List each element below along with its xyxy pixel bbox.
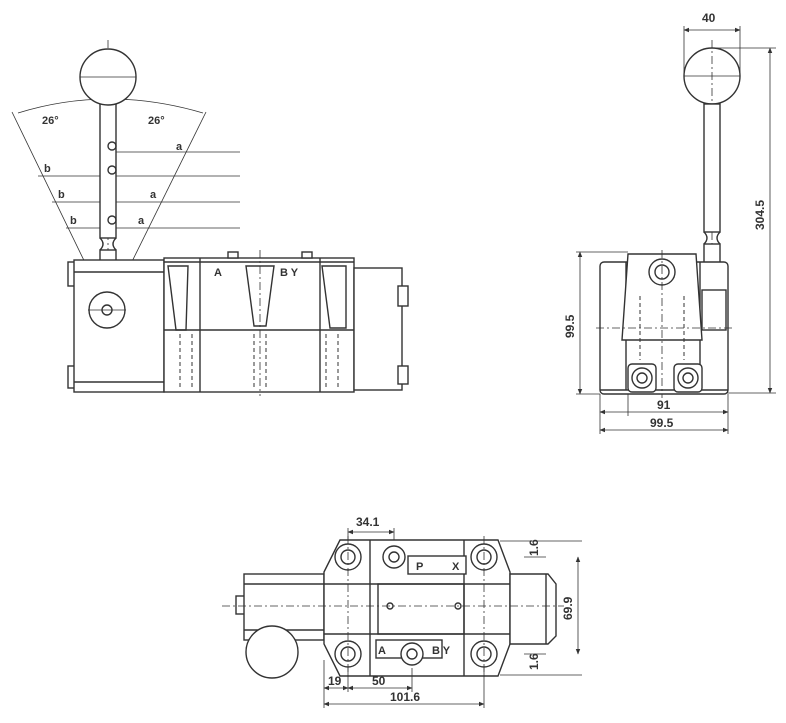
front-port-a: A [214,267,222,279]
top-port-a: A [378,645,386,657]
top-view: 34.1 P X A B Y [222,515,582,708]
dim-101-6: 101.6 [390,690,420,704]
side-lever-shaft [703,103,721,233]
bolt-spacing-dim: 91 [657,398,671,412]
pos3-right-label: a [150,189,157,201]
top-right-cap [509,573,557,645]
front-view: 26° 26° a b b a b a [11,40,409,396]
top-port-by: B Y [432,645,451,657]
port-p-bolt [382,545,406,569]
dim-50: 50 [372,674,386,688]
front-right-cap [353,267,403,391]
pos3-left-label: b [58,189,65,201]
top-lever-knob [245,625,299,679]
edge-top-dim: 1.6 [527,539,541,556]
pos4-left-label: b [70,215,77,227]
body-height-dim: 99.5 [563,314,577,338]
pos4-right-label: a [138,215,145,227]
top-port-x: X [452,561,460,573]
body-width-dim: 99.5 [650,416,674,430]
front-port-by: B Y [280,267,299,279]
top-port-p: P [416,561,423,573]
offset-p-dim: 34.1 [356,515,380,529]
width-dim: 69.9 [561,596,575,620]
front-left-housing [73,259,165,393]
angle-right-label: 26° [148,115,165,127]
pos1-right-label: a [176,141,183,153]
handle-width-dim: 40 [702,11,716,25]
angle-left-label: 26° [42,115,59,127]
side-view: 40 304.5 99.5 [563,11,776,434]
overall-height-dim: 304.5 [753,200,767,230]
port-a-bolt [400,642,424,666]
dim-19: 19 [328,674,342,688]
edge-bottom-dim: 1.6 [527,653,541,670]
pos2-left-label: b [44,163,51,175]
